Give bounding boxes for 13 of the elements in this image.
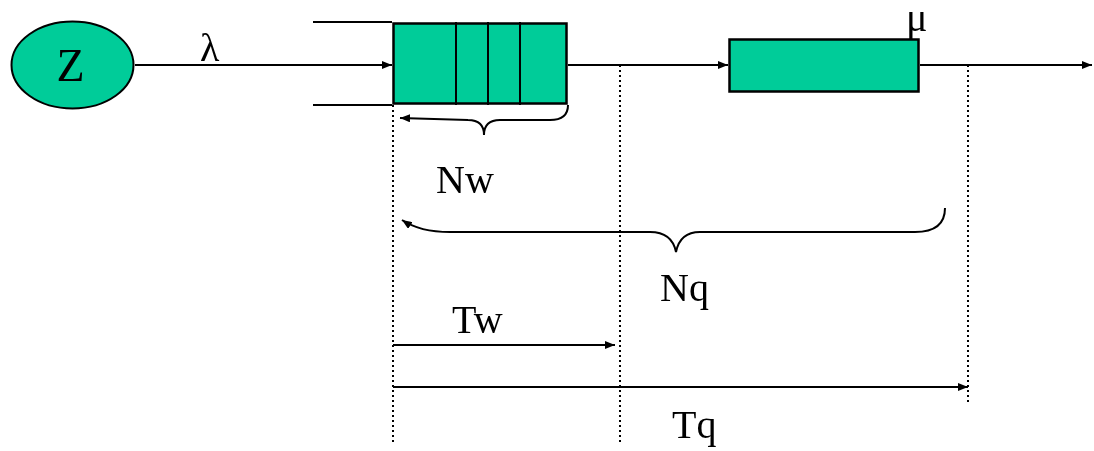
brace-label: Nq [660,268,709,308]
brace-label: Nw [436,160,494,200]
server-box [728,38,920,93]
node-label: Z [56,43,85,89]
arrow [134,61,393,69]
service-rate-label: μ [906,0,928,38]
edge-label: λ [200,28,220,68]
arrow [919,61,1093,69]
dimension-label: Tq [672,405,717,445]
queue-buffer [392,22,568,105]
arrow [567,61,729,69]
source-ellipse [10,20,135,110]
dimension-label: Tw [452,300,503,340]
